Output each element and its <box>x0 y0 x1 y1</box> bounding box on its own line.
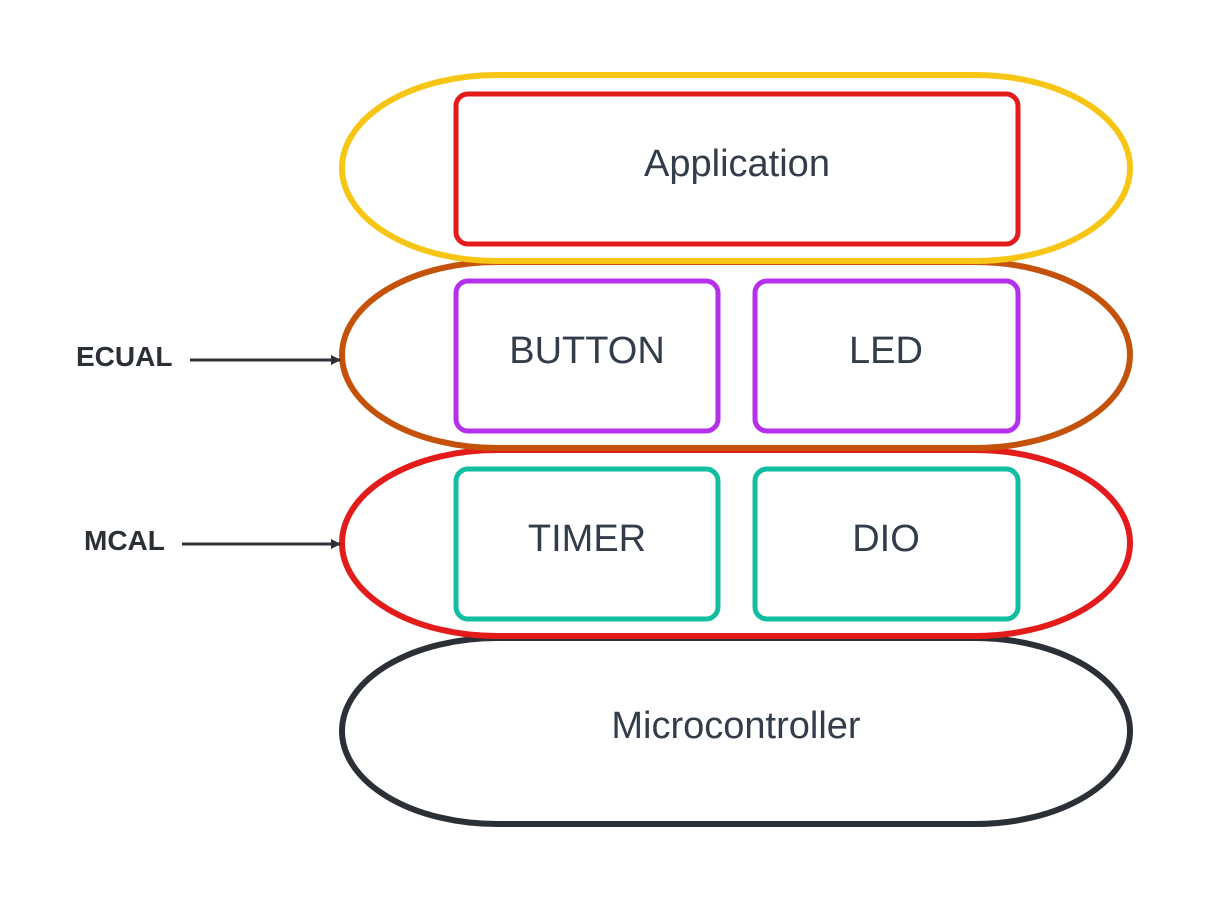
application-module-label: Application <box>644 143 830 185</box>
dio-module-box <box>752 466 1021 622</box>
application-layer <box>339 72 1133 264</box>
button-module-label: BUTTON <box>509 330 665 372</box>
mcal-layer <box>339 447 1133 639</box>
ecual-layer <box>339 259 1133 451</box>
microcontroller-label: Microcontroller <box>611 705 861 747</box>
dio-module-label: DIO <box>852 518 920 560</box>
ecual-side-label: ECUAL <box>76 341 172 372</box>
mcal-side-label: MCAL <box>84 525 165 556</box>
timer-module-box <box>453 466 721 622</box>
led-module-label: LED <box>849 330 923 372</box>
application-module-box <box>453 91 1021 247</box>
timer-module-label: TIMER <box>528 518 646 560</box>
button-module-box <box>453 278 721 434</box>
led-module-box <box>752 278 1021 434</box>
